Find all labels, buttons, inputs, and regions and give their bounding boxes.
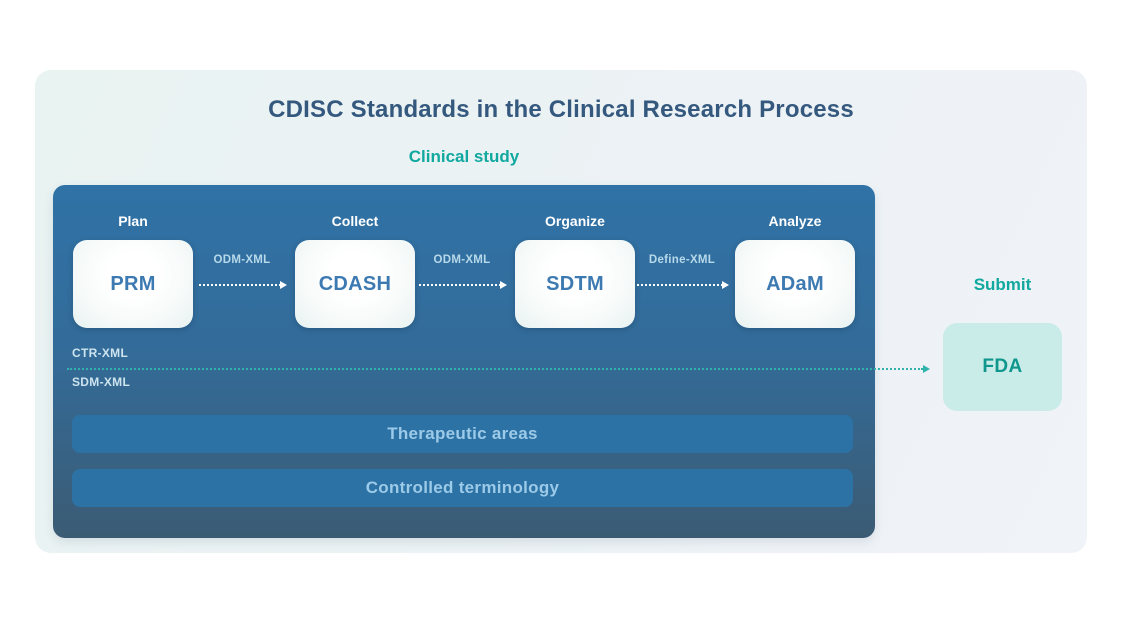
flow-arrow-label-odm-xml-2: ODM-XML (433, 254, 491, 266)
fda-box: FDA (943, 323, 1062, 411)
submission-flow-arrow-icon (67, 365, 930, 373)
submit-label: Submit (973, 275, 1032, 294)
bar-controlled-terminology: Controlled terminology (72, 469, 853, 507)
stage-label-plan: Plan (118, 213, 148, 229)
stage-label-collect: Collect (331, 213, 379, 229)
diagram-card: CDISC Standards in the Clinical Research… (35, 70, 1087, 553)
flow-arrow-icon-3 (637, 281, 729, 289)
page-title: CDISC Standards in the Clinical Research… (268, 96, 854, 123)
flow-arrow-icon-2 (419, 281, 507, 289)
stage-box-prm: PRM (73, 240, 193, 328)
sdm-xml-label: SDM-XML (72, 375, 131, 389)
stage-label-analyze: Analyze (768, 213, 822, 229)
flow-arrow-label-odm-xml-1: ODM-XML (213, 254, 271, 266)
ctr-xml-label: CTR-XML (72, 346, 129, 360)
flow-arrow-icon-1 (199, 281, 287, 289)
flow-arrow-label-define-xml: Define-XML (648, 254, 716, 266)
stage-box-adam: ADaM (735, 240, 855, 328)
bar-therapeutic-areas: Therapeutic areas (72, 415, 853, 453)
clinical-study-label: Clinical study (408, 147, 520, 166)
stage-box-sdtm: SDTM (515, 240, 635, 328)
stage-label-organize: Organize (545, 213, 605, 229)
stage-box-cdash: CDASH (295, 240, 415, 328)
clinical-study-panel: Plan Collect Organize Analyze PRM CDASH … (53, 185, 875, 538)
